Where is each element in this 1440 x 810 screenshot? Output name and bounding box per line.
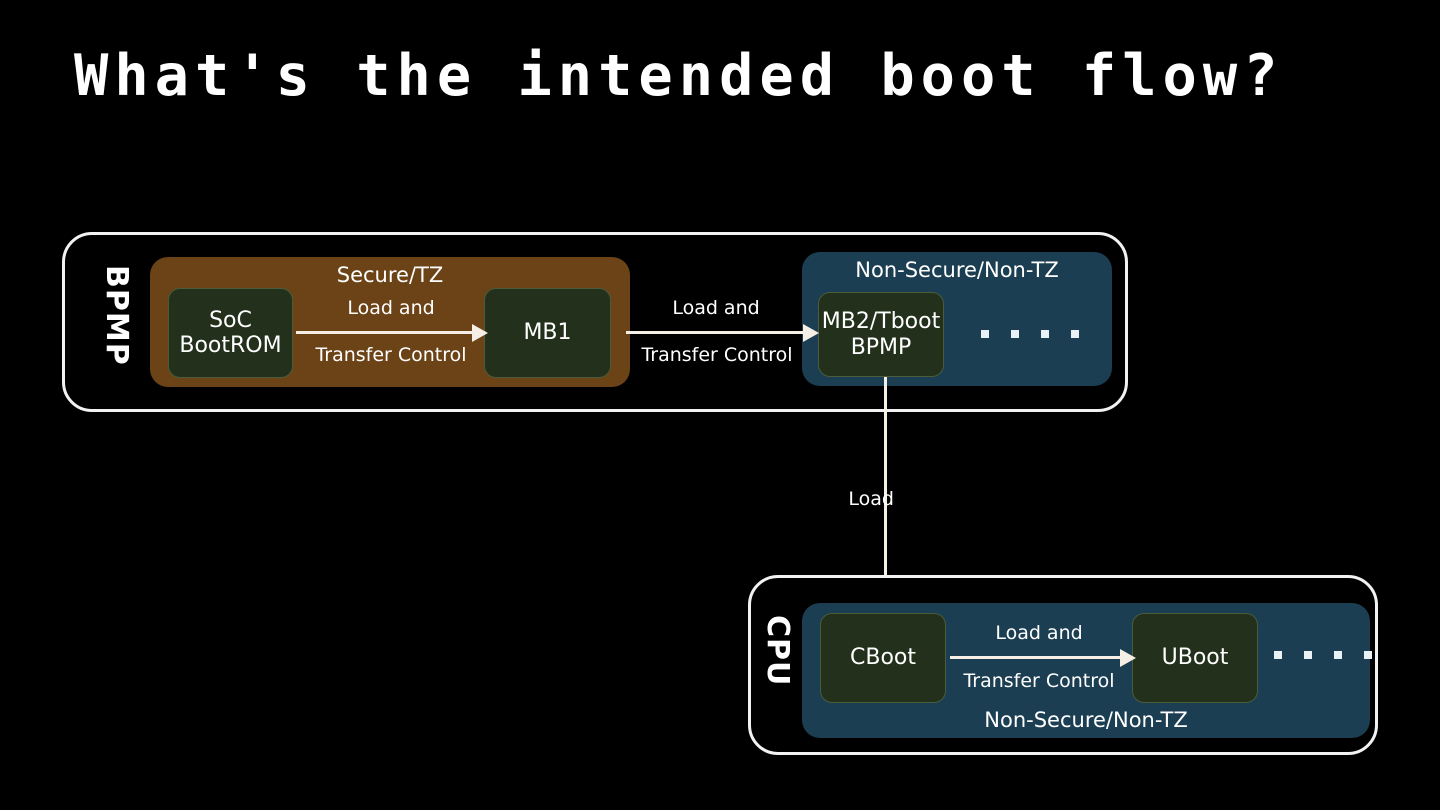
secure-tz-zone-title: Secure/TZ — [336, 263, 444, 287]
stage-mb2-line1: MB2/Tboot — [821, 309, 941, 335]
stage-mb1-label: MB1 — [523, 320, 572, 346]
arrow-mb2-to-cboot-line — [884, 377, 887, 599]
arrow-mb1-to-mb2-label-top: Load and — [672, 297, 760, 319]
arrow-bootrom-to-mb1-label-bottom: Transfer Control — [315, 344, 467, 366]
ellipsis-dot — [1071, 330, 1079, 338]
stage-cboot-label: CBoot — [850, 645, 916, 671]
ellipsis-dot — [1304, 651, 1312, 659]
arrow-bootrom-to-mb1-label-top: Load and — [347, 297, 435, 319]
stage-soc-bootrom[interactable]: SoC BootROM — [168, 288, 293, 378]
arrow-cboot-to-uboot-label-bottom: Transfer Control — [963, 670, 1115, 692]
stage-uboot-label: UBoot — [1161, 645, 1229, 671]
page-title: What's the intended boot flow? — [74, 43, 1284, 109]
stage-cboot[interactable]: CBoot — [820, 613, 946, 703]
stage-uboot[interactable]: UBoot — [1132, 613, 1258, 703]
arrow-cboot-to-uboot-line — [950, 656, 1130, 659]
ellipsis-dot — [1041, 330, 1049, 338]
stage-soc-bootrom-line1: SoC — [209, 307, 252, 333]
arrow-mb1-to-mb2-head — [803, 324, 819, 342]
stage-mb2-line2: BPMP — [850, 334, 912, 360]
stage-mb2-tboot-bpmp[interactable]: MB2/Tboot BPMP — [818, 292, 944, 377]
ellipsis-dot — [1364, 651, 1372, 659]
arrow-mb1-to-mb2-line — [626, 331, 807, 334]
ellipsis-dot — [1011, 330, 1019, 338]
bpmp-group-label: BPMP — [99, 265, 134, 366]
arrow-bootrom-to-mb1-line — [296, 331, 476, 334]
arrow-cboot-to-uboot-head — [1120, 649, 1136, 667]
arrow-bootrom-to-mb1-head — [472, 324, 488, 342]
arrow-cboot-to-uboot-label-top: Load and — [995, 622, 1083, 644]
arrow-mb1-to-mb2-label-bottom: Transfer Control — [641, 344, 793, 366]
cpu-ellipsis-dots — [1274, 651, 1372, 659]
cpu-group-label: CPU — [760, 615, 795, 687]
arrow-mb2-to-cboot-label: Load — [848, 488, 894, 510]
ellipsis-dot — [1334, 651, 1342, 659]
bpmp-ellipsis-dots — [981, 330, 1079, 338]
bpmp-non-secure-zone-title: Non-Secure/Non-TZ — [855, 258, 1059, 282]
cpu-non-secure-zone-title: Non-Secure/Non-TZ — [984, 708, 1188, 732]
stage-mb1[interactable]: MB1 — [484, 288, 611, 378]
ellipsis-dot — [981, 330, 989, 338]
stage-soc-bootrom-line2: BootROM — [179, 333, 282, 358]
ellipsis-dot — [1274, 651, 1282, 659]
